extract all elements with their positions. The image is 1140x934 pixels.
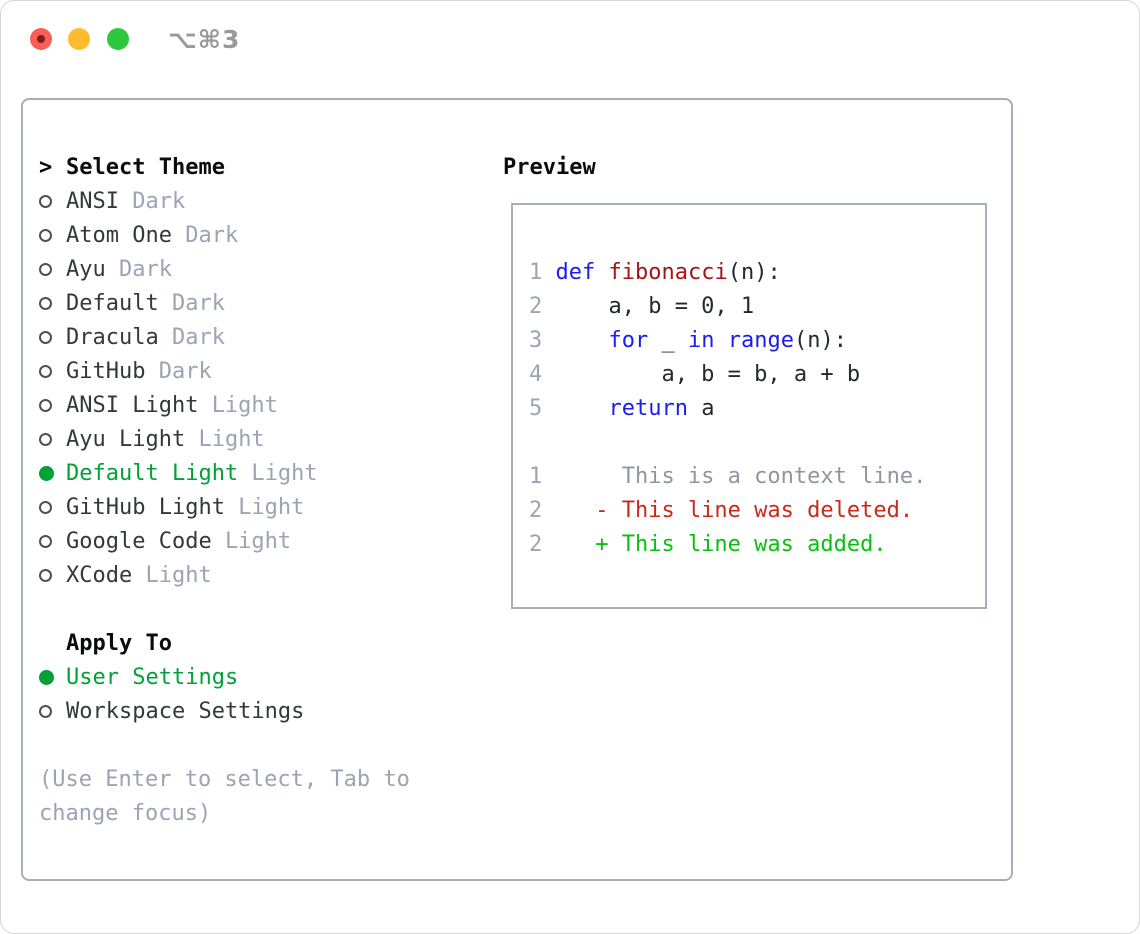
radio-unselected-icon xyxy=(39,296,52,310)
radio-unselected-icon xyxy=(39,228,52,242)
radio-unselected-icon xyxy=(39,194,52,208)
code-line: 4 a, b = b, a + b xyxy=(529,361,861,387)
hint-text: (Use Enter to select, Tab to change focu… xyxy=(39,762,410,830)
spacer xyxy=(39,592,410,626)
minimize-button[interactable] xyxy=(68,28,90,50)
variant-label: Dark xyxy=(171,324,225,350)
radio-unselected-icon xyxy=(39,534,52,548)
code-line: 2 - This line was deleted. xyxy=(529,497,914,523)
select-theme-header: Select Theme xyxy=(66,154,225,180)
radio-unselected-icon xyxy=(39,330,52,344)
line-number: 1 xyxy=(529,463,543,489)
radio-selected-icon xyxy=(39,465,54,481)
titlebar: ⌥⌘3 xyxy=(1,1,1139,77)
hint-line-2: change focus) xyxy=(39,800,212,826)
variant-label: Dark xyxy=(171,290,225,316)
line-number: 2 xyxy=(529,293,543,319)
radio-unselected-icon xyxy=(39,398,52,412)
variant-label: Dark xyxy=(132,188,186,214)
radio-unselected-icon xyxy=(39,704,52,718)
radio-selected-icon xyxy=(39,669,54,685)
variant-label: Dark xyxy=(185,222,239,248)
apply-to-header: Apply To xyxy=(66,630,172,656)
variant-label: Light xyxy=(238,494,305,520)
code-line xyxy=(529,425,985,459)
variant-label: Light xyxy=(251,460,318,486)
line-number: 4 xyxy=(529,361,543,387)
code-line: 1 This is a context line. xyxy=(529,463,927,489)
window-title: ⌥⌘3 xyxy=(168,25,241,54)
line-number: 5 xyxy=(529,395,543,421)
hint-line-1: (Use Enter to select, Tab to xyxy=(39,766,410,792)
radio-unselected-icon xyxy=(39,432,52,446)
close-button[interactable] xyxy=(30,28,52,50)
code-line: 2 a, b = 0, 1 xyxy=(529,293,755,319)
preview-header: Preview xyxy=(503,154,596,180)
line-number: 1 xyxy=(529,259,543,285)
line-number: 3 xyxy=(529,327,543,353)
line-number: 2 xyxy=(529,497,543,523)
code-line: 5 return a xyxy=(529,395,715,421)
radio-unselected-icon xyxy=(39,262,52,276)
variant-label: Dark xyxy=(118,256,172,282)
line-number: 2 xyxy=(529,531,543,557)
variant-label: Dark xyxy=(158,358,212,384)
apply-option-workspace-settings[interactable]: Workspace Settings xyxy=(39,694,410,728)
variant-label: Light xyxy=(145,562,212,588)
code-line: 3 for _ in range(n): xyxy=(529,327,847,353)
apply-to-header-row: Apply To xyxy=(39,626,410,660)
code-line: 2 + This line was added. xyxy=(529,531,887,557)
variant-label: Light xyxy=(224,528,292,554)
radio-unselected-icon xyxy=(39,500,52,514)
option-label: Workspace Settings xyxy=(66,698,305,724)
zoom-button[interactable] xyxy=(107,28,129,50)
radio-unselected-icon xyxy=(39,364,52,378)
apply-option-user-settings[interactable]: User Settings xyxy=(39,660,410,694)
spacer xyxy=(39,728,410,762)
radio-unselected-icon xyxy=(39,568,52,582)
variant-label: Light xyxy=(211,392,278,418)
cursor-prompt-icon: > xyxy=(39,154,53,180)
option-label: User Settings xyxy=(66,664,239,690)
select-theme-header-row: > Select Theme xyxy=(39,150,410,184)
variant-label: Light xyxy=(198,426,265,452)
